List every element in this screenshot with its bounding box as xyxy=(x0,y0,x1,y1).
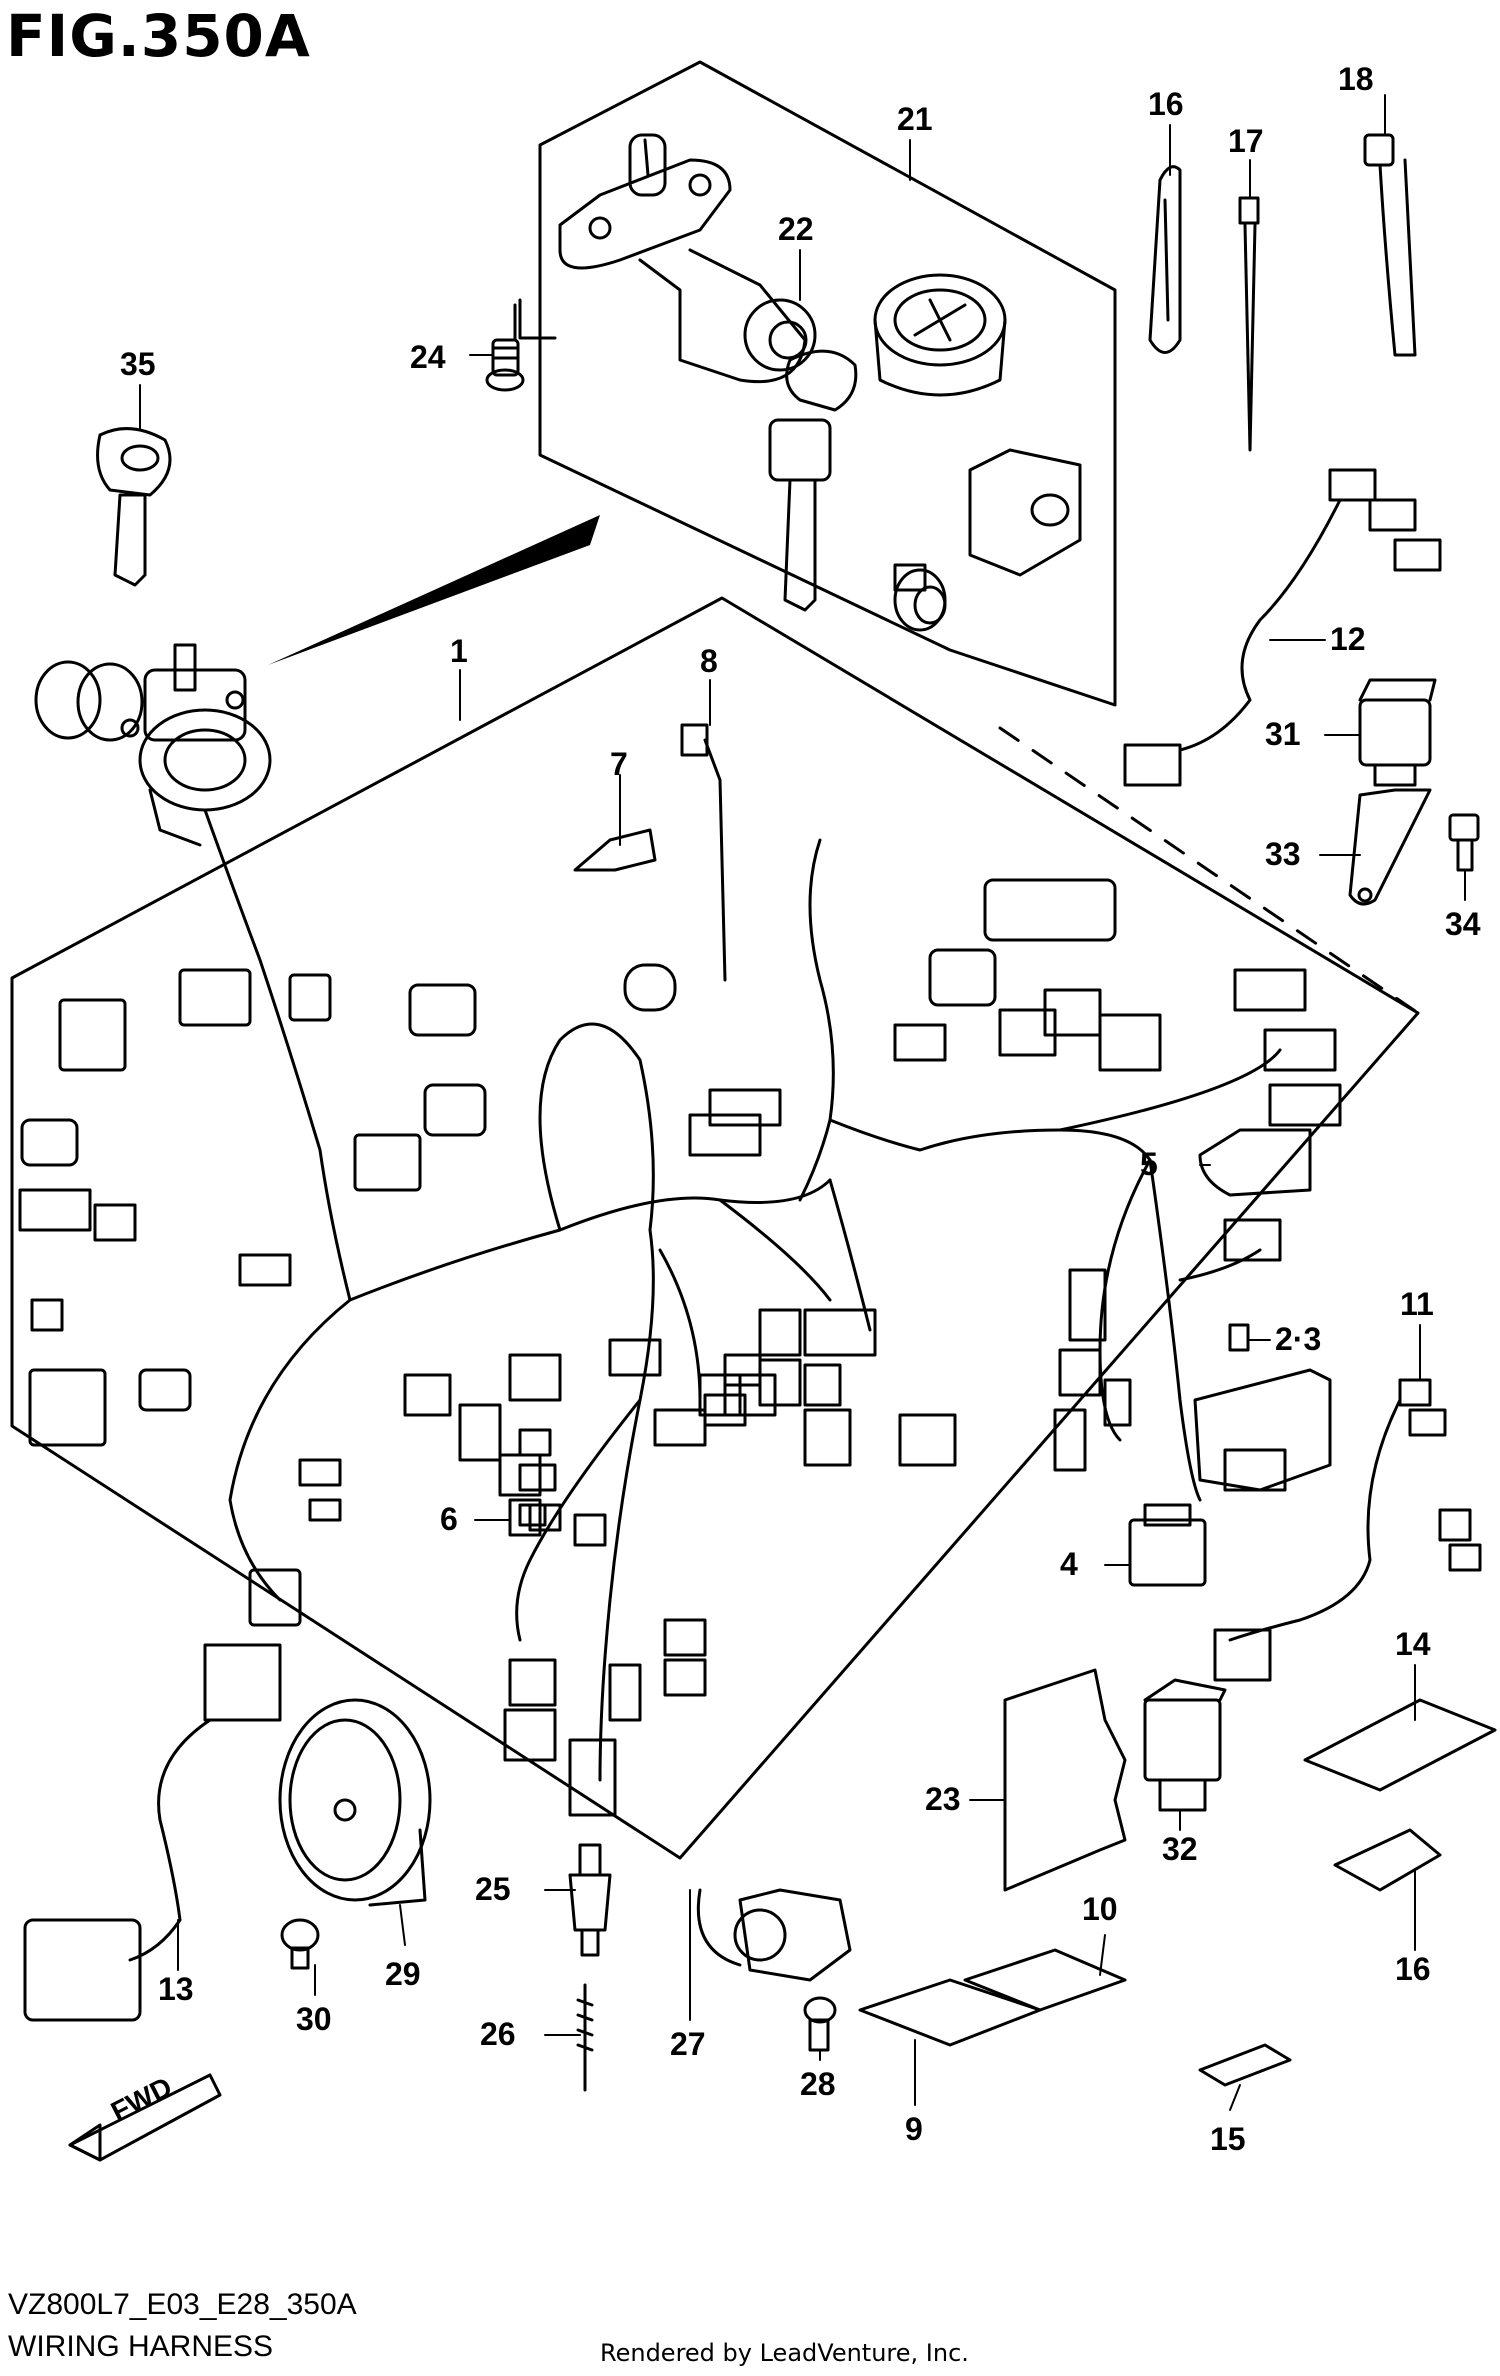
bolt-34 xyxy=(1448,813,1480,872)
relay-32 xyxy=(1143,1678,1227,1812)
bolt-30 xyxy=(280,1918,320,1970)
screw-28 xyxy=(803,1996,837,2052)
callout-28: 28 xyxy=(800,2066,836,2102)
callout-24: 24 xyxy=(410,339,446,375)
callout-10: 10 xyxy=(1082,1891,1118,1927)
ignition-switch-set-box xyxy=(513,60,1117,707)
callout-35: 35 xyxy=(120,346,156,382)
clamp-8 xyxy=(680,723,727,982)
callout-17: 16 xyxy=(1148,86,1184,122)
render-credit: Rendered by LeadVenture, Inc. xyxy=(600,2339,969,2367)
callout-25: 25 xyxy=(475,1871,511,1907)
callout-14: 14 xyxy=(1395,1626,1431,1662)
callout-23: 23 xyxy=(925,1781,961,1817)
bracket-33 xyxy=(1348,788,1432,906)
callout-1: 1 xyxy=(450,633,468,669)
fwd-arrow-icon xyxy=(68,2073,222,2162)
ignition-lock-cylinder xyxy=(558,133,817,384)
spring-26 xyxy=(576,1983,594,2092)
callout-33: 33 xyxy=(1265,836,1301,872)
figure-code: VZ800L7_E03_E28_350A xyxy=(8,2288,357,2321)
sensor-27 xyxy=(696,1888,852,1982)
harness-connectors xyxy=(18,878,1342,1817)
callout-22: 22 xyxy=(778,211,814,247)
callout-12: 12 xyxy=(1330,621,1366,657)
cover-4 xyxy=(1128,1503,1207,1587)
figure-subtitle: WIRING HARNESS xyxy=(8,2330,274,2363)
main-harness-box xyxy=(10,596,1420,1860)
sub-harness-12 xyxy=(1123,468,1442,787)
callout-5: 5 xyxy=(1140,1146,1158,1182)
callout-32: 32 xyxy=(1162,1831,1198,1867)
callout-26: 26 xyxy=(480,2016,516,2052)
callout-11: 11 xyxy=(1400,1286,1434,1322)
callout-labels: 21 22 24 16 17 18 35 1 8 7 12 31 33 34 5… xyxy=(106,61,1481,2157)
sub-harness-13 xyxy=(23,1643,282,2022)
callout-2-3: 2·3 xyxy=(1275,1321,1321,1357)
screw-24 xyxy=(485,338,525,392)
callout-7: 7 xyxy=(610,746,628,782)
cable-tie-19-20 xyxy=(1363,133,1417,357)
callout-21: 21 xyxy=(897,101,933,137)
main-harness-wires xyxy=(203,808,1282,1782)
callout-30: 30 xyxy=(296,2001,332,2037)
switch-25 xyxy=(568,1843,612,1957)
callout-16: 16 xyxy=(1395,1951,1431,1987)
spare-key-35 xyxy=(96,427,172,587)
fuse-box xyxy=(1193,1323,1332,1492)
clamp-17 xyxy=(1148,165,1182,354)
callout-4: 4 xyxy=(1060,1546,1078,1582)
callout-29: 29 xyxy=(385,1956,421,1992)
callout-19-20: 18 xyxy=(1338,61,1374,97)
lock-cover xyxy=(968,448,1082,577)
ignition-key xyxy=(768,349,858,612)
clamp-7 xyxy=(573,828,657,872)
callout-9: 9 xyxy=(905,2111,923,2147)
boot-5 xyxy=(1198,1128,1312,1197)
lock-cap xyxy=(873,273,1007,397)
callout-31: 31 xyxy=(1265,716,1301,752)
callout-34: 34 xyxy=(1445,906,1481,942)
figure-title: FIG.350A xyxy=(6,2,311,70)
seat-lock-cylinder xyxy=(893,563,947,632)
label-sheets xyxy=(858,1668,1497,2087)
callout-6: 6 xyxy=(440,1501,458,1537)
ignition-switch-assembly xyxy=(34,643,272,847)
callout-15: 15 xyxy=(1210,2121,1246,2157)
cable-tie-18 xyxy=(1238,196,1260,452)
sub-harness-11 xyxy=(1213,1378,1482,1682)
clamp-6 xyxy=(508,1498,542,1537)
callout-27: 27 xyxy=(670,2026,706,2062)
callout-8: 8 xyxy=(700,643,718,679)
fwd-label: FWD xyxy=(106,2071,177,2128)
callout-18: 17 xyxy=(1228,123,1264,159)
callout-13: 13 xyxy=(158,1971,194,2007)
relay-31 xyxy=(1358,678,1437,787)
horn-29 xyxy=(278,1698,432,1907)
leader-lines xyxy=(139,94,1466,2111)
